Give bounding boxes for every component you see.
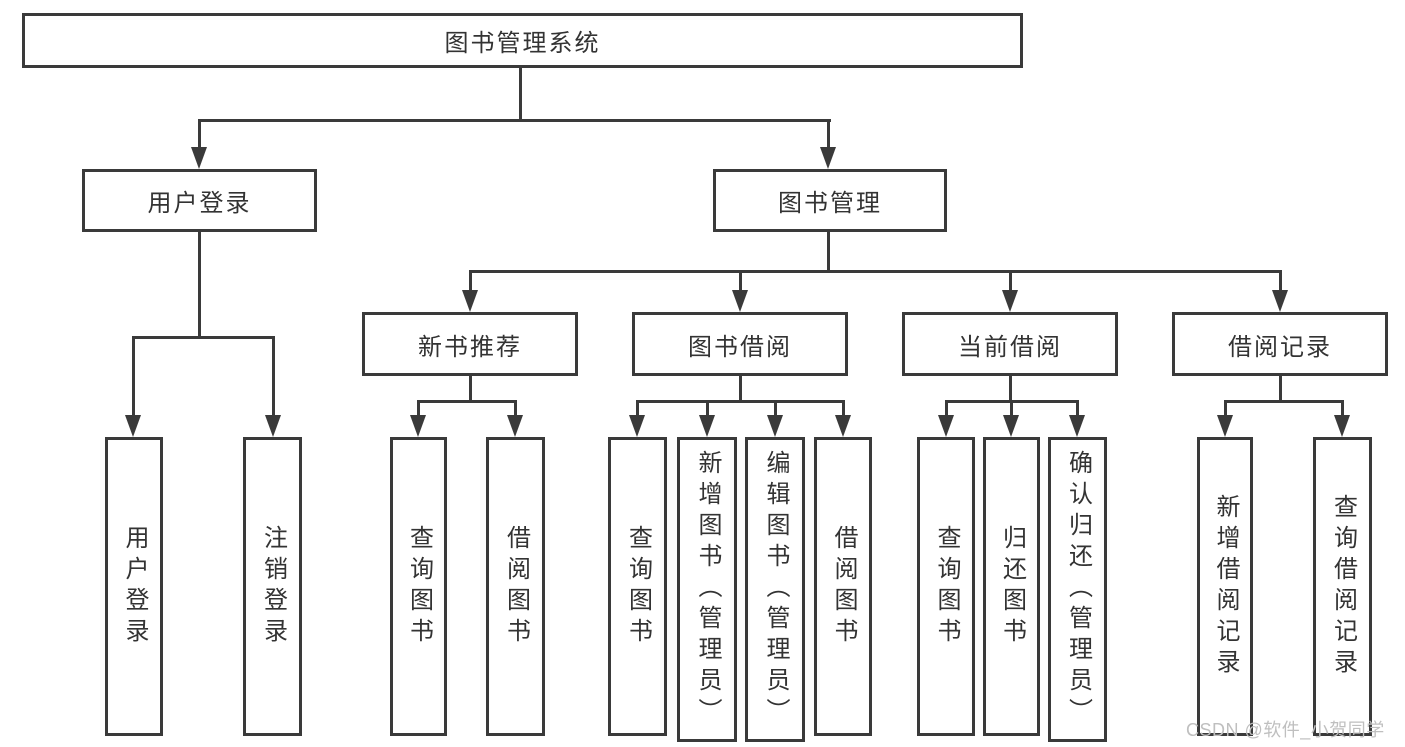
connector-line <box>1279 376 1282 403</box>
arrowhead-icon <box>1217 415 1233 437</box>
connector-line <box>1224 400 1227 420</box>
leaf-label: 查询借阅记录 <box>1329 493 1357 680</box>
connector-line <box>1341 400 1344 420</box>
leaf-query-borrow-record: 查询借阅记录 <box>1313 437 1372 736</box>
leaf-edit-books-admin: 编辑图书（管理员） <box>745 437 805 742</box>
arrowhead-icon <box>1272 290 1288 312</box>
node-system-root: 图书管理系统 <box>22 13 1023 68</box>
arrowhead-icon <box>265 415 281 437</box>
connector-line <box>514 400 517 420</box>
leaf-label: 新增借阅记录 <box>1212 493 1239 680</box>
leaf-query-books-current: 查询图书 <box>917 437 975 736</box>
leaf-label: 注销登录 <box>259 524 287 649</box>
leaf-add-books-admin: 新增图书（管理员） <box>677 437 737 742</box>
arrowhead-icon <box>462 290 478 312</box>
leaf-confirm-return-admin: 确认归还（管理员） <box>1048 437 1107 742</box>
connector-line <box>519 68 522 122</box>
connector-line <box>198 119 831 122</box>
leaf-borrow-books: 借阅图书 <box>814 437 872 736</box>
leaf-add-borrow-record: 新增借阅记录 <box>1197 437 1253 736</box>
leaf-label: 编辑图书（管理员） <box>762 450 789 729</box>
connector-line <box>1076 400 1079 420</box>
arrowhead-icon <box>835 415 851 437</box>
arrowhead-icon <box>1002 290 1018 312</box>
node-current-borrow: 当前借阅 <box>902 312 1118 376</box>
leaf-return-books: 归还图书 <box>983 437 1040 736</box>
connector-line <box>827 232 830 273</box>
connector-line <box>1279 270 1282 294</box>
connector-line <box>842 400 845 420</box>
connector-line <box>469 376 472 403</box>
leaf-label: 新增图书（管理员） <box>694 450 721 729</box>
connector-line <box>739 376 742 403</box>
connector-line <box>945 400 948 420</box>
connector-line <box>132 336 135 420</box>
connector-line <box>417 400 420 420</box>
connector-line <box>272 336 275 420</box>
arrowhead-icon <box>820 147 836 169</box>
leaf-user-login: 用户登录 <box>105 437 163 736</box>
node-book-borrow: 图书借阅 <box>632 312 848 376</box>
leaf-label: 借阅图书 <box>830 524 857 649</box>
leaf-label: 查询图书 <box>405 524 433 649</box>
arrowhead-icon <box>767 415 783 437</box>
connector-line <box>469 270 1282 273</box>
arrowhead-icon <box>125 415 141 437</box>
arrowhead-icon <box>732 290 748 312</box>
leaf-label: 归还图书 <box>998 524 1026 649</box>
arrowhead-icon <box>938 415 954 437</box>
connector-line <box>1009 270 1012 294</box>
arrowhead-icon <box>507 415 523 437</box>
arrowhead-icon <box>191 147 207 169</box>
watermark: CSDN @软件_小贺同学 <box>1186 720 1385 740</box>
connector-line <box>198 232 201 339</box>
leaf-query-books-recommend: 查询图书 <box>390 437 447 736</box>
node-new-book-recommend: 新书推荐 <box>362 312 578 376</box>
connector-line <box>132 336 275 339</box>
arrowhead-icon <box>629 415 645 437</box>
connector-line <box>1010 400 1013 420</box>
leaf-label: 用户登录 <box>121 524 148 649</box>
leaf-label: 查询图书 <box>624 524 652 649</box>
node-book-management-branch: 图书管理 <box>713 169 947 232</box>
leaf-label: 查询图书 <box>933 524 960 649</box>
arrowhead-icon <box>1069 415 1085 437</box>
leaf-query-books-borrow: 查询图书 <box>608 437 667 736</box>
connector-line <box>636 400 639 420</box>
leaf-label: 确认归还（管理员） <box>1064 450 1092 729</box>
leaf-logout: 注销登录 <box>243 437 302 736</box>
arrowhead-icon <box>1334 415 1350 437</box>
connector-line <box>1009 376 1012 403</box>
connector-line <box>774 400 777 420</box>
connector-line <box>469 270 472 294</box>
arrowhead-icon <box>699 415 715 437</box>
arrowhead-icon <box>410 415 426 437</box>
node-borrow-records: 借阅记录 <box>1172 312 1388 376</box>
leaf-label: 借阅图书 <box>502 524 530 649</box>
node-user-login-branch: 用户登录 <box>82 169 317 232</box>
arrowhead-icon <box>1003 415 1019 437</box>
connector-line <box>198 119 201 153</box>
connector-line <box>827 119 830 153</box>
connector-line <box>417 400 517 403</box>
connector-line <box>739 270 742 294</box>
leaf-borrow-books-recommend: 借阅图书 <box>486 437 545 736</box>
connector-line <box>636 400 845 403</box>
connector-line <box>706 400 709 420</box>
connector-line <box>1224 400 1344 403</box>
